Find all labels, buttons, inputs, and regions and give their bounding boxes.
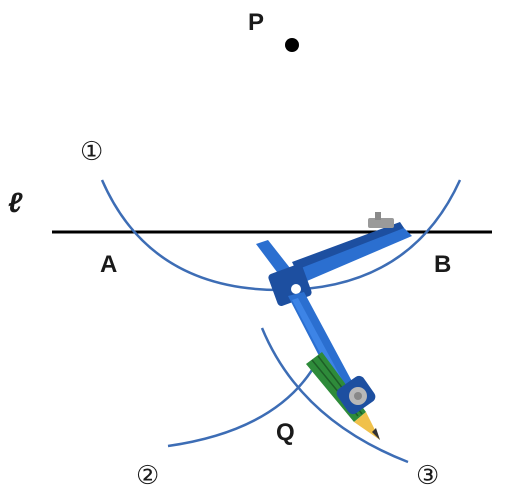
label-p: P <box>248 9 264 36</box>
label-q: Q <box>276 419 295 446</box>
arc-2 <box>167 359 320 448</box>
label-a: A <box>100 251 117 278</box>
step-2-marker: ② <box>136 461 159 491</box>
step-3-marker: ③ <box>416 461 439 491</box>
step-1-marker: ① <box>80 137 103 167</box>
arc-3 <box>260 327 409 464</box>
label-line-l: ℓ <box>8 187 23 218</box>
label-b: B <box>434 251 451 278</box>
compass-icon <box>256 212 412 440</box>
point-p <box>285 38 299 52</box>
